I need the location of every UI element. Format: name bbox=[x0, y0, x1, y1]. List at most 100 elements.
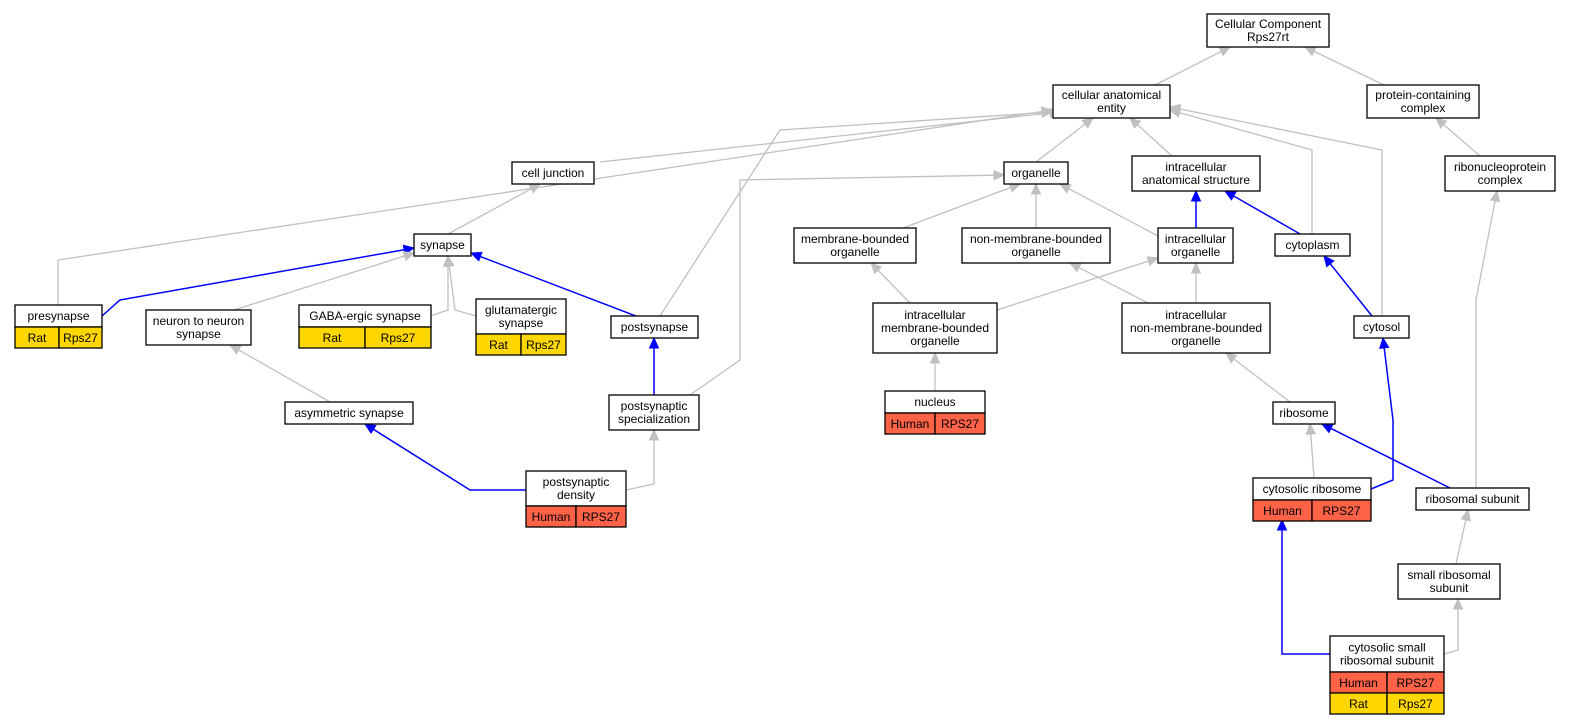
node-label: organelle bbox=[1171, 245, 1221, 259]
node-label: protein-containing bbox=[1375, 88, 1470, 102]
node-label: intracellular bbox=[1165, 232, 1226, 246]
node-box bbox=[1444, 155, 1556, 192]
edge-pcc-to-root bbox=[1303, 46, 1385, 86]
node-label: entity bbox=[1097, 101, 1126, 115]
node-label: organelle bbox=[1171, 334, 1221, 348]
edge-arrowhead bbox=[1058, 183, 1072, 194]
edges-layer bbox=[57, 46, 1501, 655]
edge-line bbox=[625, 440, 655, 491]
node-cyto[interactable]: cytoplasm bbox=[1274, 233, 1351, 257]
gene-label: RPS27 bbox=[582, 510, 620, 524]
node-box bbox=[145, 309, 252, 346]
edge-line bbox=[1233, 358, 1291, 403]
node-label: ribosomal subunit bbox=[1340, 654, 1435, 668]
species-label: Human bbox=[1339, 676, 1378, 690]
edge-pspec-to-post bbox=[648, 336, 660, 395]
species-label: Rat bbox=[323, 331, 342, 345]
gene-label: RPS27 bbox=[1322, 504, 1360, 518]
node-label: organelle bbox=[1011, 245, 1061, 259]
edge-cribo-to-ribo bbox=[1305, 422, 1317, 479]
edge-line bbox=[902, 186, 1011, 229]
node-label: organelle bbox=[830, 245, 880, 259]
node-label: small ribosomal bbox=[1407, 568, 1490, 582]
gene-label: RPS27 bbox=[941, 417, 979, 431]
node-box bbox=[1206, 13, 1330, 48]
gene-label: Rps27 bbox=[381, 331, 416, 345]
node-ribo[interactable]: ribosome bbox=[1272, 401, 1336, 425]
node-post[interactable]: postsynapse bbox=[610, 315, 699, 339]
edge-arrowhead bbox=[1305, 422, 1317, 435]
edge-arrowhead bbox=[444, 254, 455, 268]
node-label: glutamatergic bbox=[485, 303, 557, 317]
gene-cell bbox=[575, 505, 627, 528]
node-label: GABA-ergic synapse bbox=[309, 309, 421, 323]
node-cytosol[interactable]: cytosol bbox=[1353, 315, 1410, 339]
species-label: Human bbox=[532, 510, 571, 524]
edge-imbo-to-mbo bbox=[870, 262, 911, 304]
node-box bbox=[872, 302, 998, 354]
node-label: non-membrane-bounded bbox=[1130, 321, 1262, 335]
node-label: Cellular Component bbox=[1215, 17, 1322, 31]
gene-cell bbox=[520, 333, 567, 356]
node-box bbox=[1121, 302, 1271, 354]
edge-org-to-cae bbox=[1035, 117, 1094, 163]
edge-srsub-to-rsub bbox=[1455, 508, 1471, 565]
edge-arrowhead bbox=[993, 169, 1006, 181]
edge-line bbox=[1068, 188, 1159, 237]
node-syn[interactable]: synapse bbox=[413, 233, 472, 257]
gene-label: Rps27 bbox=[63, 331, 98, 345]
edge-arrowhead bbox=[1190, 261, 1202, 274]
edge-arrowhead bbox=[1320, 423, 1334, 434]
edge-line bbox=[1179, 112, 1313, 234]
node-cj[interactable]: cell junction bbox=[511, 161, 595, 185]
node-org[interactable]: organelle bbox=[1003, 161, 1069, 185]
node-label: postsynaptic bbox=[543, 475, 610, 489]
edge-psd-to-asym bbox=[363, 423, 526, 491]
edge-n2n-to-syn bbox=[233, 251, 416, 311]
node-rsub[interactable]: ribosomal subunit bbox=[1415, 487, 1530, 511]
node-box bbox=[1157, 227, 1234, 264]
edge-line bbox=[238, 349, 331, 403]
edge-arrowhead bbox=[363, 423, 377, 435]
edge-line bbox=[877, 269, 911, 304]
node-inmbo[interactable]: intracellularnon-membrane-boundedorganel… bbox=[1121, 302, 1271, 354]
node-label: cytosolic small bbox=[1348, 641, 1425, 655]
edge-line bbox=[1136, 124, 1173, 157]
edge-nmbo-to-org bbox=[1030, 182, 1042, 228]
gene-cell bbox=[364, 326, 432, 349]
node-asym[interactable]: asymmetric synapse bbox=[284, 401, 414, 425]
edge-cae-to-root bbox=[1154, 46, 1232, 86]
edge-pre-to-cae bbox=[57, 106, 1054, 305]
edge-post-to-syn bbox=[469, 251, 637, 317]
edge-nuc-to-imbo bbox=[929, 351, 941, 391]
node-label: asymmetric synapse bbox=[294, 406, 404, 420]
edge-line bbox=[1313, 50, 1385, 86]
edge-arrowhead bbox=[870, 262, 883, 275]
edge-line bbox=[1443, 609, 1459, 655]
node-label: ribosomal subunit bbox=[1425, 492, 1520, 506]
edge-cytosol-to-cae bbox=[1168, 103, 1383, 316]
node-label: postsynaptic bbox=[621, 399, 688, 413]
node-label: nucleus bbox=[914, 395, 955, 409]
